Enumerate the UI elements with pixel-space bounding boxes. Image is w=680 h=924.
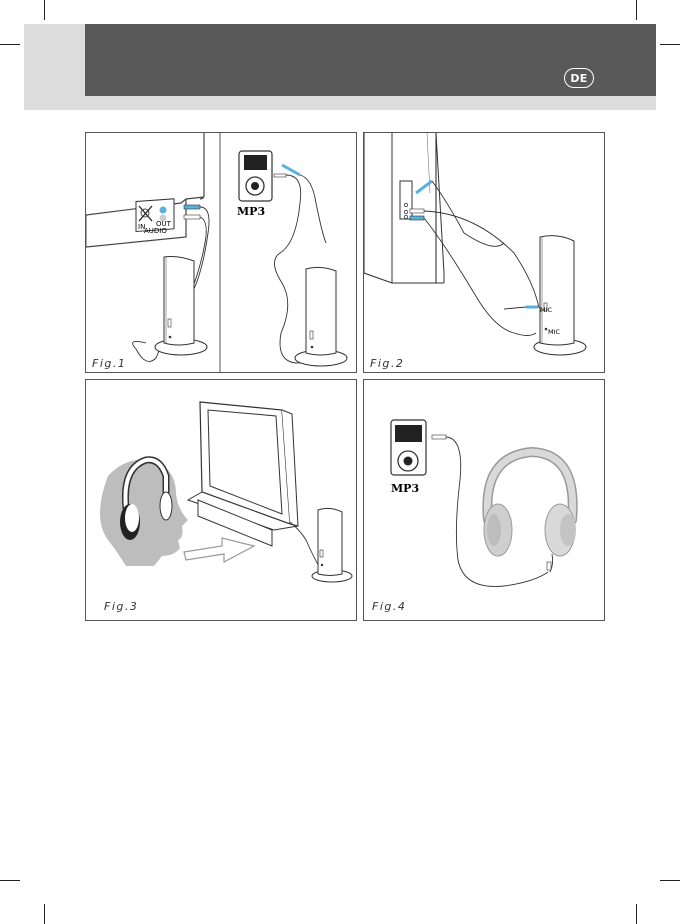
language-badge: DE — [564, 68, 594, 88]
figure-3-illustration — [86, 380, 357, 621]
crop-mark — [636, 0, 637, 20]
mic-label-2: MIC — [548, 328, 561, 336]
figure-3-panel: Fig.3 — [85, 379, 357, 621]
figure-1-panel: IN OUT AUDIO MP3 Fig.1 — [85, 132, 357, 373]
tv-jack-audio-label: AUDIO — [144, 227, 167, 235]
mp3-player-label: MP3 — [391, 482, 419, 495]
crop-mark — [44, 904, 45, 924]
figure-4-illustration: MP3 — [364, 380, 605, 621]
mp3-player-label: MP3 — [237, 205, 265, 218]
figure-1-caption: Fig.1 — [92, 357, 126, 370]
figure-1-illustration: IN OUT AUDIO MP3 — [86, 133, 357, 373]
crop-mark — [636, 904, 637, 924]
figure-3-caption: Fig.3 — [104, 600, 138, 613]
figure-2-panel: MIC MIC Fig.2 — [363, 132, 605, 373]
crop-mark — [44, 0, 45, 20]
figure-2-caption: Fig.2 — [370, 357, 404, 370]
mic-label-1: MIC — [540, 306, 553, 314]
figure-4-panel: MP3 Fig.4 — [363, 379, 605, 621]
crop-mark — [0, 880, 20, 881]
crop-mark — [660, 44, 680, 45]
figure-2-illustration: MIC MIC — [364, 133, 605, 373]
crop-mark — [660, 880, 680, 881]
figure-4-caption: Fig.4 — [372, 600, 406, 613]
crop-mark — [0, 44, 20, 45]
